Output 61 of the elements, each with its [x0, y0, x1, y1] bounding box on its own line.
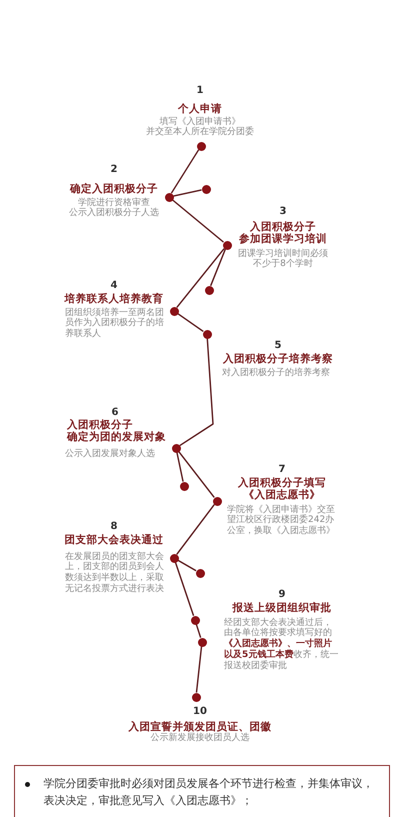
step-number: 5	[274, 340, 282, 352]
step-description: 学院进行资格审查公示入团积极分子人选	[69, 198, 159, 220]
step-title: 入团积极分子填写《入团志愿书》	[238, 477, 326, 501]
step-number: 8	[110, 521, 118, 533]
step-description: 公示新发展接收团员人选	[150, 732, 250, 744]
step-title: 入团积极分子确定为团的发展对象	[67, 419, 166, 443]
note-box	[14, 765, 390, 817]
timeline-dot	[180, 482, 188, 490]
step-description: 在发展团员的团支部大会上，团支部的团员到会人数须达到半数以上，采取无记名投票方式进行表决	[65, 552, 165, 595]
connector-line	[196, 646, 202, 693]
connector-line	[178, 560, 196, 572]
step-description: 团课学习培训时间必须不少于8个学时	[238, 248, 328, 270]
connector-line	[196, 624, 202, 638]
step-title: 个人申请	[178, 103, 222, 115]
step-number: 4	[110, 280, 118, 292]
timeline-dot	[204, 286, 214, 294]
step-number: 9	[278, 589, 286, 601]
connector-line	[174, 562, 194, 616]
step-title: 确定入团积极分子	[70, 183, 158, 195]
step-number: 7	[278, 464, 286, 476]
step-number: 2	[110, 164, 118, 176]
step-title: 团支部大会表决通过	[64, 534, 164, 546]
step-number: 3	[280, 206, 286, 218]
connector-line	[179, 338, 214, 446]
timeline-dot	[170, 306, 178, 316]
timeline-dot	[202, 330, 212, 338]
step-description: 经团支部大会表决通过后，由各单位将按要求填写好的《入团志愿书》、一寸照片以及5元钱工本费收齐，统一报送校团委审批	[224, 618, 340, 672]
timeline-dot	[170, 554, 178, 562]
timeline-dot	[198, 638, 206, 646]
timeline-dot	[164, 192, 174, 202]
connector-line	[176, 504, 215, 555]
step-title: 报送上级团组织审批	[232, 602, 332, 614]
connector-line	[176, 248, 225, 308]
step-description: 对入团积极分子的培养考察	[222, 368, 331, 378]
step-description: 学院将《入团申请书》交至望江校区行政楼团委242办公室，换取《入团志愿书》	[227, 504, 336, 537]
timeline-dot	[202, 184, 210, 194]
connector-line	[178, 451, 215, 498]
step-number: 6	[112, 407, 118, 419]
timeline-dot	[196, 568, 204, 578]
step-title: 培养联系人培养教育	[64, 293, 164, 305]
connector-line	[170, 149, 200, 194]
step-title: 入团宣誓并颁发团员证、团徽	[128, 721, 272, 733]
timeline-dot	[172, 444, 180, 452]
connector-line	[210, 248, 226, 286]
note-text: 学院分团委审批时必须对团员发展各个环节进行检查，并集体审议，表决决定，审批意见写入《入团志愿书》；	[44, 776, 374, 809]
timeline-dot	[190, 616, 200, 624]
step-description: 团组织须培养一至两名团员作为入团积极分子的培养联系人	[65, 308, 165, 340]
connector-line	[172, 199, 224, 243]
step-title: 入团积极分子培养考察	[223, 353, 333, 365]
connector-line	[176, 452, 184, 482]
step-title: 入团积极分子参加团课学习培训	[239, 221, 327, 245]
step-number: 10	[193, 706, 207, 718]
connector-line	[173, 189, 202, 197]
timeline-dot	[222, 240, 232, 250]
connector-line	[177, 313, 204, 332]
step-description: 公示入团发展对象人选	[65, 448, 156, 460]
timeline-dot	[196, 142, 206, 150]
step-number: 1	[196, 85, 204, 97]
step-description: 填写《入团申请书》并交至本人所在学院分团委	[146, 116, 254, 138]
timeline-dot	[212, 496, 222, 506]
timeline-dot	[192, 692, 200, 702]
